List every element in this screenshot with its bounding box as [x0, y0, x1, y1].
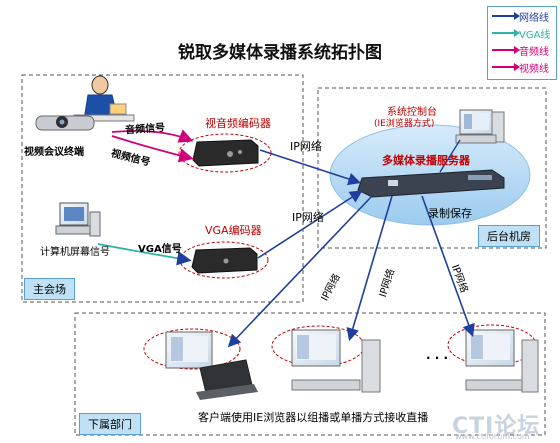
client1-laptop: [165, 331, 258, 400]
client2-desktop: [291, 329, 381, 393]
client3-desktop: [465, 329, 539, 393]
console-line: [439, 139, 461, 173]
main-venue-tag: 主会场: [24, 278, 75, 300]
backroom-zone: [317, 87, 547, 249]
record-save-label: 录制保存: [428, 207, 472, 220]
ip-line-client2: [346, 195, 393, 342]
more-clients-ellipsis: . . .: [426, 348, 449, 362]
computer-screen-source: [55, 202, 101, 237]
watermark-logo: CTI论坛: [452, 414, 541, 439]
media-server-device: [357, 169, 505, 198]
client1-highlight: [143, 328, 241, 370]
diagram-title: 锐取多媒体录播系统拓扑图: [178, 43, 382, 63]
legend-item-audio: 音频线: [490, 43, 556, 58]
av-encoder-label: 视音频编码器: [205, 117, 271, 130]
video-conference-terminal: [35, 75, 135, 131]
clients-note: 客户端使用IE浏览器以组播或单播方式接收直播: [198, 411, 429, 424]
vga-line-icon: [492, 29, 520, 37]
legend-item-video: 视频线: [490, 60, 556, 75]
screen-signal-label: 计算机屏幕信号: [40, 247, 110, 258]
ip-line-vga-encoder: [257, 190, 363, 259]
legend-item-vga: VGA线: [490, 26, 556, 41]
ip-line-av-encoder: [259, 149, 362, 186]
video-signal-line: [111, 135, 194, 163]
legend-item-network: 网络线: [490, 9, 556, 24]
media-server-label: 多媒体录播服务器: [382, 154, 470, 167]
ip-label-middle: IP网络: [292, 211, 324, 224]
watermark-url: www.ctiforum.com: [455, 432, 530, 441]
audio-signal-label: 音频信号: [124, 122, 166, 137]
ip-label-upper: IP网络: [290, 140, 322, 153]
audio-signal-line: [111, 129, 194, 143]
network-line-icon: [492, 12, 520, 20]
control-console-sublabel: (IE浏览器方式): [374, 119, 435, 129]
backroom-tag: 后台机房: [478, 225, 540, 247]
ip-line-client1: [227, 195, 373, 348]
subordinate-zone: [74, 312, 546, 436]
vga-encoder-device: [191, 247, 258, 274]
audio-line-icon: [492, 46, 520, 54]
video-line-icon: [492, 63, 520, 71]
ip-line-client3: [421, 195, 475, 338]
vga-encoder-label: VGA编码器: [205, 224, 262, 237]
subordinate-tag: 下属部门: [79, 413, 141, 435]
vga-signal-label: VGA信号: [138, 244, 182, 255]
legend: 网络线 VGA线 音频线 视频线: [487, 6, 557, 80]
control-console-label: 系统控制台: [387, 107, 437, 118]
av-encoder-device: [192, 139, 259, 167]
control-console-pc: [455, 109, 505, 144]
main-venue-zone: [21, 74, 304, 303]
video-conf-terminal-label: 视频会议终端: [24, 147, 84, 158]
vga-signal-line: [97, 243, 192, 266]
